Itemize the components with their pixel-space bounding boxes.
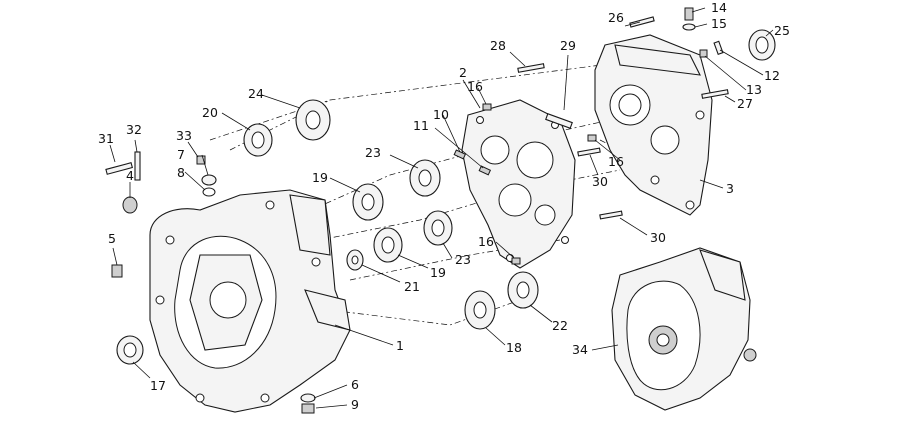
rear-cover-part-3 [594,34,713,216]
callout-9: 9 [351,397,359,412]
bearing-18 [464,290,496,330]
bearing-20 [243,123,273,157]
bearings [116,29,776,365]
washer-15 [682,23,696,31]
callout-6: 6 [351,377,359,392]
washer-6 [300,393,316,403]
callout-1: 1 [396,338,404,353]
callout-16-upper: 16 [467,79,483,94]
callout-19-upper: 19 [312,170,328,185]
bearing-22 [507,271,539,309]
callout-23-lower: 23 [455,252,471,267]
callout-labels: 1 2 3 4 5 6 7 8 9 10 11 12 13 14 15 16 1… [98,0,790,412]
callout-29: 29 [560,38,576,53]
bearing-23-lower [423,210,453,246]
bolt-28 [517,63,545,73]
bolt-29 [545,113,573,129]
seal-17 [116,335,144,365]
callout-30-lower: 30 [650,230,666,245]
callout-27: 27 [737,96,753,111]
seal-25 [748,29,776,61]
callout-2: 2 [459,65,467,80]
bolt-27 [701,89,729,99]
callout-8: 8 [177,165,185,180]
callout-16-lower: 16 [478,234,494,249]
callout-19-lower: 19 [430,265,446,280]
bolt-26 [629,16,655,28]
dowel-16-lower [511,257,521,265]
callout-26: 26 [608,10,624,25]
callout-7: 7 [177,147,185,162]
callout-11: 11 [413,118,429,133]
callout-30-upper: 30 [592,174,608,189]
bushing-4 [122,196,138,214]
callout-13: 13 [746,82,762,97]
callout-34: 34 [572,342,588,357]
callout-20: 20 [202,105,218,120]
plug-9 [301,403,315,414]
callout-33: 33 [176,128,192,143]
callout-32: 32 [126,122,142,137]
callout-15: 15 [711,16,727,31]
callout-17: 17 [150,378,166,393]
ring-21 [346,249,364,271]
callout-5: 5 [108,231,116,246]
bolt-32 [134,151,141,181]
bearing-23-upper [409,159,441,197]
bearing-19-upper [352,183,384,221]
bolt-12 [713,40,724,56]
bolt-13 [699,49,708,58]
callout-31: 31 [98,131,114,146]
bearing-24 [295,99,331,141]
dowel-16-right [587,134,597,142]
callout-14: 14 [711,0,727,15]
callout-23-upper: 23 [365,145,381,160]
oring-8 [202,187,216,197]
callout-16-right: 16 [608,154,624,169]
callout-24: 24 [248,86,264,101]
callout-3: 3 [726,181,734,196]
bolt-31 [105,162,134,175]
callout-18: 18 [506,340,522,355]
dowel-16-upper [482,103,492,111]
plug-33 [196,155,206,165]
bolt-30-upper [577,147,601,157]
callout-28: 28 [490,38,506,53]
bearing-19-lower [373,227,403,263]
pin-10 [453,149,467,160]
breather-14 [684,7,694,21]
callout-4: 4 [126,168,134,183]
main-housing-part-1 [149,189,351,413]
washer-7 [201,174,217,186]
assembled-gearbox-part-34 [611,247,757,411]
callout-12: 12 [764,68,780,83]
small-hardware [105,7,729,414]
intermediate-plate-part-2 [461,99,576,269]
plug-5 [111,264,123,278]
pin-11 [478,165,492,176]
callout-10: 10 [433,107,449,122]
leader-lines [109,7,774,409]
bolt-30-lower [599,210,623,220]
callout-25: 25 [774,23,790,38]
callout-21: 21 [404,279,420,294]
callout-22: 22 [552,318,568,333]
